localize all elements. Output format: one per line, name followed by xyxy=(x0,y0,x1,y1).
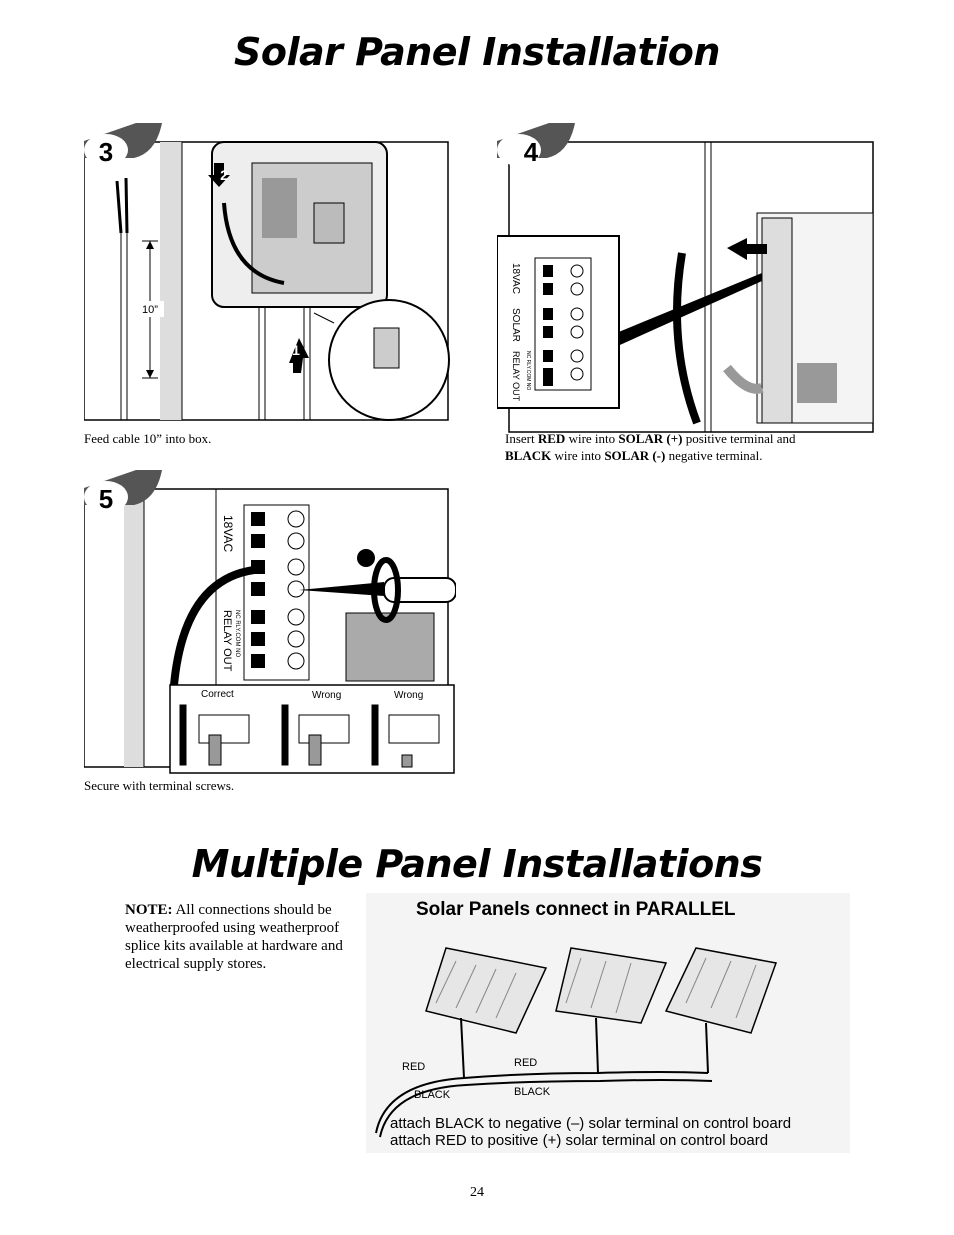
arrow-1-label: 1 xyxy=(292,342,300,358)
step5-label-18vac: 18VAC xyxy=(221,515,235,552)
parallel-red-label-1: RED xyxy=(402,1061,425,1073)
parallel-instruction-2: attach RED to positive (+) solar termina… xyxy=(390,1132,768,1149)
step5-badge: 5 xyxy=(99,484,113,514)
step3-badge: 3 xyxy=(99,137,113,167)
parallel-instruction-1: attach BLACK to negative (–) solar termi… xyxy=(390,1115,791,1132)
step4-label-18vac: 18VAC xyxy=(510,263,521,294)
step5-caption: Secure with terminal screws. xyxy=(84,778,235,793)
note-text: NOTE: All connections should be weatherp… xyxy=(125,902,343,972)
parallel-title: Solar Panels connect in PARALLEL xyxy=(416,899,736,920)
section-title: Multiple Panel Installations xyxy=(191,842,763,886)
arrow-2-label: 2 xyxy=(220,167,228,183)
step5-label-relay: RELAY OUT xyxy=(221,610,233,672)
step4-label-solar: SOLAR xyxy=(510,308,521,342)
step4-figure: 18VAC SOLAR RELAY OUT NC RLY.COM NO 4 xyxy=(497,123,874,433)
parallel-black-label-2: BLACK xyxy=(514,1086,551,1098)
step4-badge: 4 xyxy=(524,137,539,167)
parallel-black-label-1: BLACK xyxy=(414,1089,451,1101)
page-number: 24 xyxy=(470,1185,484,1200)
parallel-diagram: Solar Panels connect in PARALLEL RED RED… xyxy=(366,893,850,1153)
page-title: Solar Panel Installation xyxy=(234,30,720,74)
step3-figure: 10” 2 1 3 xyxy=(84,123,450,421)
step3-caption: Feed cable 10” into box. xyxy=(84,431,212,446)
step5-relay-pins: NC RLY.COM NO xyxy=(234,610,240,657)
step4-relay-pins: NC RLY.COM NO xyxy=(525,351,531,390)
step4-caption: Insert RED wire into SOLAR (+) positive … xyxy=(505,431,796,463)
inset-label-wrong-1: Wrong xyxy=(312,690,341,701)
inset-label-correct: Correct xyxy=(201,689,234,700)
parallel-red-label-2: RED xyxy=(514,1057,537,1069)
inset-label-wrong-2: Wrong xyxy=(394,690,423,701)
step5-figure: 18VAC RELAY OUT NC RLY.COM NO Correct Wr… xyxy=(84,470,456,774)
measure-label: 10” xyxy=(142,304,158,316)
step4-label-relay: RELAY OUT xyxy=(511,351,521,402)
